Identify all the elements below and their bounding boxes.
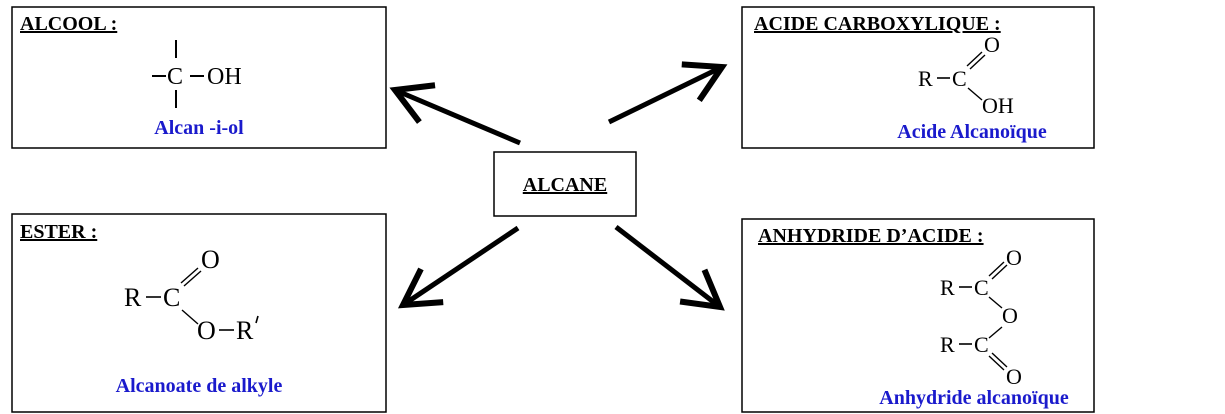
ester-bridge-oxygen: O [197,316,216,345]
anhydride-title: ANHYDRIDE D’ACIDE : [758,225,984,247]
anhydride-r-bottom: R [940,332,955,357]
anhydride-r-top: R [940,275,955,300]
ester-carbon: C [163,283,180,312]
anhydride-formula: R C O O R C O [940,245,1022,389]
acide-formula: R C O OH [918,32,1014,118]
ester-formula: R C O O R [124,245,259,345]
alcool-box: ALCOOL : C OH Alcan -i-ol [11,6,387,149]
alcool-carbon: C [167,64,183,90]
ester-r: R [124,283,142,312]
anhydride-o-top: O [1006,245,1022,270]
ester-title: ESTER : [20,221,97,243]
acide-title: ACIDE CARBOXYLIQUE : [754,13,1001,35]
anhydride-o-bottom: O [1006,364,1022,389]
ester-name: Alcanoate de alkyle [116,375,283,397]
ester-oxygen: O [201,245,220,274]
arrow-to-alcool [389,82,521,146]
alcool-formula: C OH [152,40,242,108]
acide-box: ACIDE CARBOXYLIQUE : R C O OH Acide Alca… [741,6,1095,149]
ester-box: ESTER : R C O O R Alcanoate de alkyle [11,213,387,413]
alcane-center-box: ALCANE [493,151,637,217]
alcane-label: ALCANE [523,174,607,196]
alcool-title: ALCOOL : [20,13,117,35]
acide-r: R [918,66,933,91]
anhydride-box: ANHYDRIDE D’ACIDE : R C O O R C O Anhydr… [741,218,1095,413]
anhydride-c-bottom: C [974,332,989,357]
acide-hydroxyl: OH [982,93,1014,118]
acide-name: Acide Alcanoïque [897,121,1047,143]
ester-r-prime: R [236,316,254,345]
acide-oxygen: O [984,32,1000,57]
arrows [389,61,728,311]
arrow-to-anhydride [614,225,725,311]
arrow-to-acide [607,61,728,125]
alcool-name: Alcan -i-ol [154,117,244,139]
alcool-hydroxyl: OH [207,64,242,90]
anhydride-o-bridge: O [1002,303,1018,328]
anhydride-c-top: C [974,275,989,300]
anhydride-name: Anhydride alcanoïque [879,387,1069,409]
arrow-to-ester [397,225,520,309]
acide-carbon: C [952,66,967,91]
